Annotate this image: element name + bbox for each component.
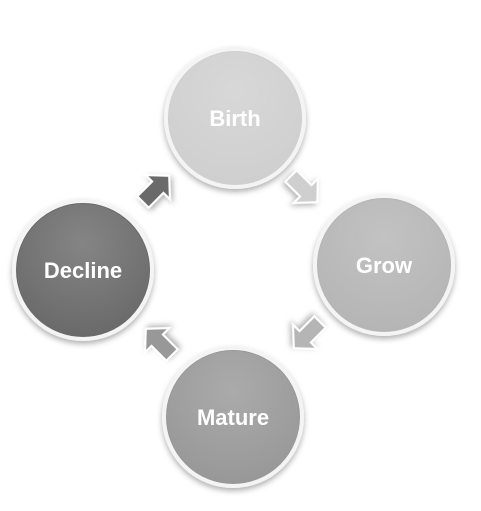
stage-grow-label: Grow [356,253,413,278]
stage-decline: Decline [12,199,154,341]
arrow-grow-to-mature [292,314,328,350]
arrow-birth-to-grow-shape [283,168,319,204]
stage-mature-gloss [167,351,299,483]
stage-mature: Mature [162,346,304,488]
stage-mature-label: Mature [197,405,269,430]
stage-birth: Birth [164,47,306,189]
arrow-grow-to-mature-shape [292,314,328,350]
stage-birth-gloss [169,52,301,184]
stage-grow: Grow [313,194,455,336]
arrow-decline-to-birth-shape [135,174,171,210]
stage-birth-label: Birth [209,106,260,131]
stage-grow-gloss [318,199,450,331]
arrow-birth-to-grow [283,168,319,204]
stage-decline-gloss [17,204,149,336]
arrow-mature-to-decline-shape [144,327,180,363]
arrow-mature-to-decline [144,327,180,363]
stage-decline-label: Decline [44,258,122,283]
arrow-decline-to-birth [135,174,171,210]
